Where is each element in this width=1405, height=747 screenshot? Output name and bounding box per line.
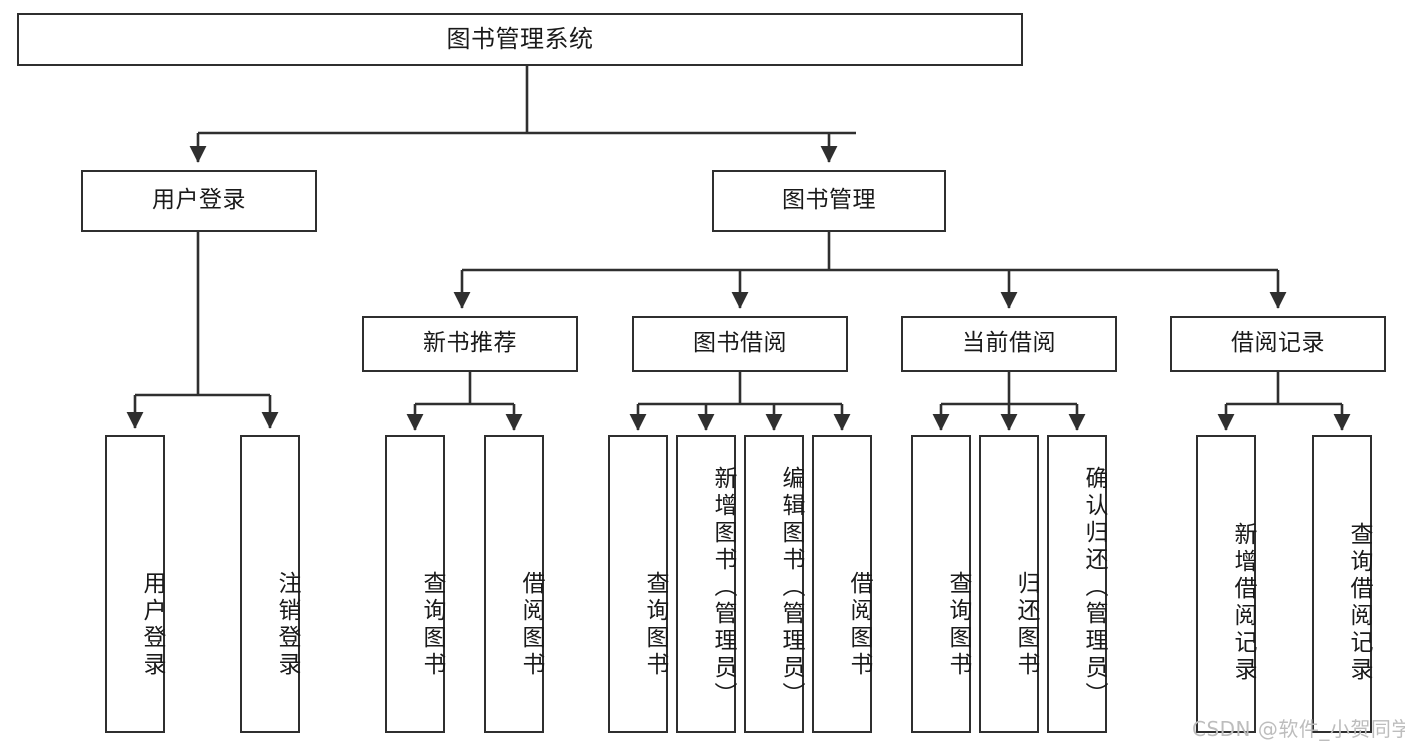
node-user-login[interactable]: 用户登录 (81, 170, 317, 232)
watermark-text: CSDN @软件_小贺同学 (1192, 717, 1405, 741)
node-current-borrow[interactable]: 当前借阅 (901, 316, 1117, 372)
leaf-user-login-login[interactable]: 用户登录 (105, 435, 165, 733)
leaf-current-query-book[interactable]: 查询图书 (911, 435, 971, 733)
leaf-recommend-query-book[interactable]: 查询图书 (385, 435, 445, 733)
leaf-recommend-borrow-book[interactable]: 借阅图书 (484, 435, 544, 733)
leaf-current-return-book[interactable]: 归还图书 (979, 435, 1039, 733)
leaf-borrow-query-book[interactable]: 查询图书 (608, 435, 668, 733)
leaf-user-login-logout[interactable]: 注销登录 (240, 435, 300, 733)
leaf-borrow-borrow-book[interactable]: 借阅图书 (812, 435, 872, 733)
node-new-book-recommend[interactable]: 新书推荐 (362, 316, 578, 372)
leaf-borrow-add-book-admin[interactable]: 新增图书（管理员） (676, 435, 736, 733)
leaf-record-query-record[interactable]: 查询借阅记录 (1312, 435, 1372, 733)
node-book-management[interactable]: 图书管理 (712, 170, 946, 232)
node-borrow-record[interactable]: 借阅记录 (1170, 316, 1386, 372)
node-root-system[interactable]: 图书管理系统 (17, 13, 1023, 66)
node-book-borrow[interactable]: 图书借阅 (632, 316, 848, 372)
leaf-borrow-edit-book-admin[interactable]: 编辑图书（管理员） (744, 435, 804, 733)
leaf-record-add-record[interactable]: 新增借阅记录 (1196, 435, 1256, 733)
leaf-current-confirm-return-admin[interactable]: 确认归还（管理员） (1047, 435, 1107, 733)
